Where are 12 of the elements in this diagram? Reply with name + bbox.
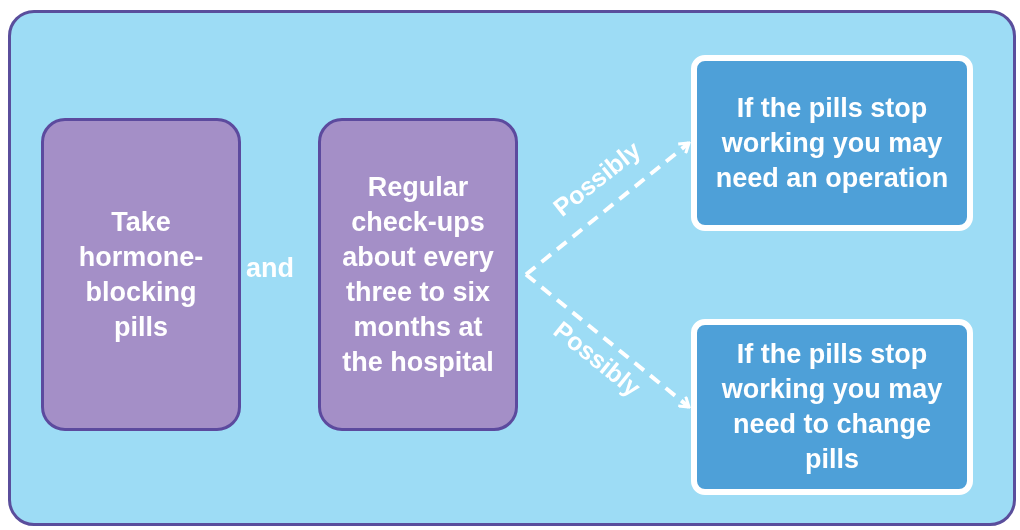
box-text: If the pills stop working you may need an operation [714,91,950,195]
background-panel [8,10,1016,526]
connector-word: and [246,252,294,285]
box-text: Regular check-ups about every three to six months at the hospital [341,170,495,379]
step-box [41,118,241,431]
dashed-arrow [524,141,691,277]
box-text: Take hormone-blocking pills [77,205,205,344]
outcome-box [691,319,973,495]
box-text: If the pills stop working you may need to change pills [720,338,944,476]
step-box [318,118,518,431]
outcome-box [691,55,973,231]
dashed-arrow [524,272,691,409]
